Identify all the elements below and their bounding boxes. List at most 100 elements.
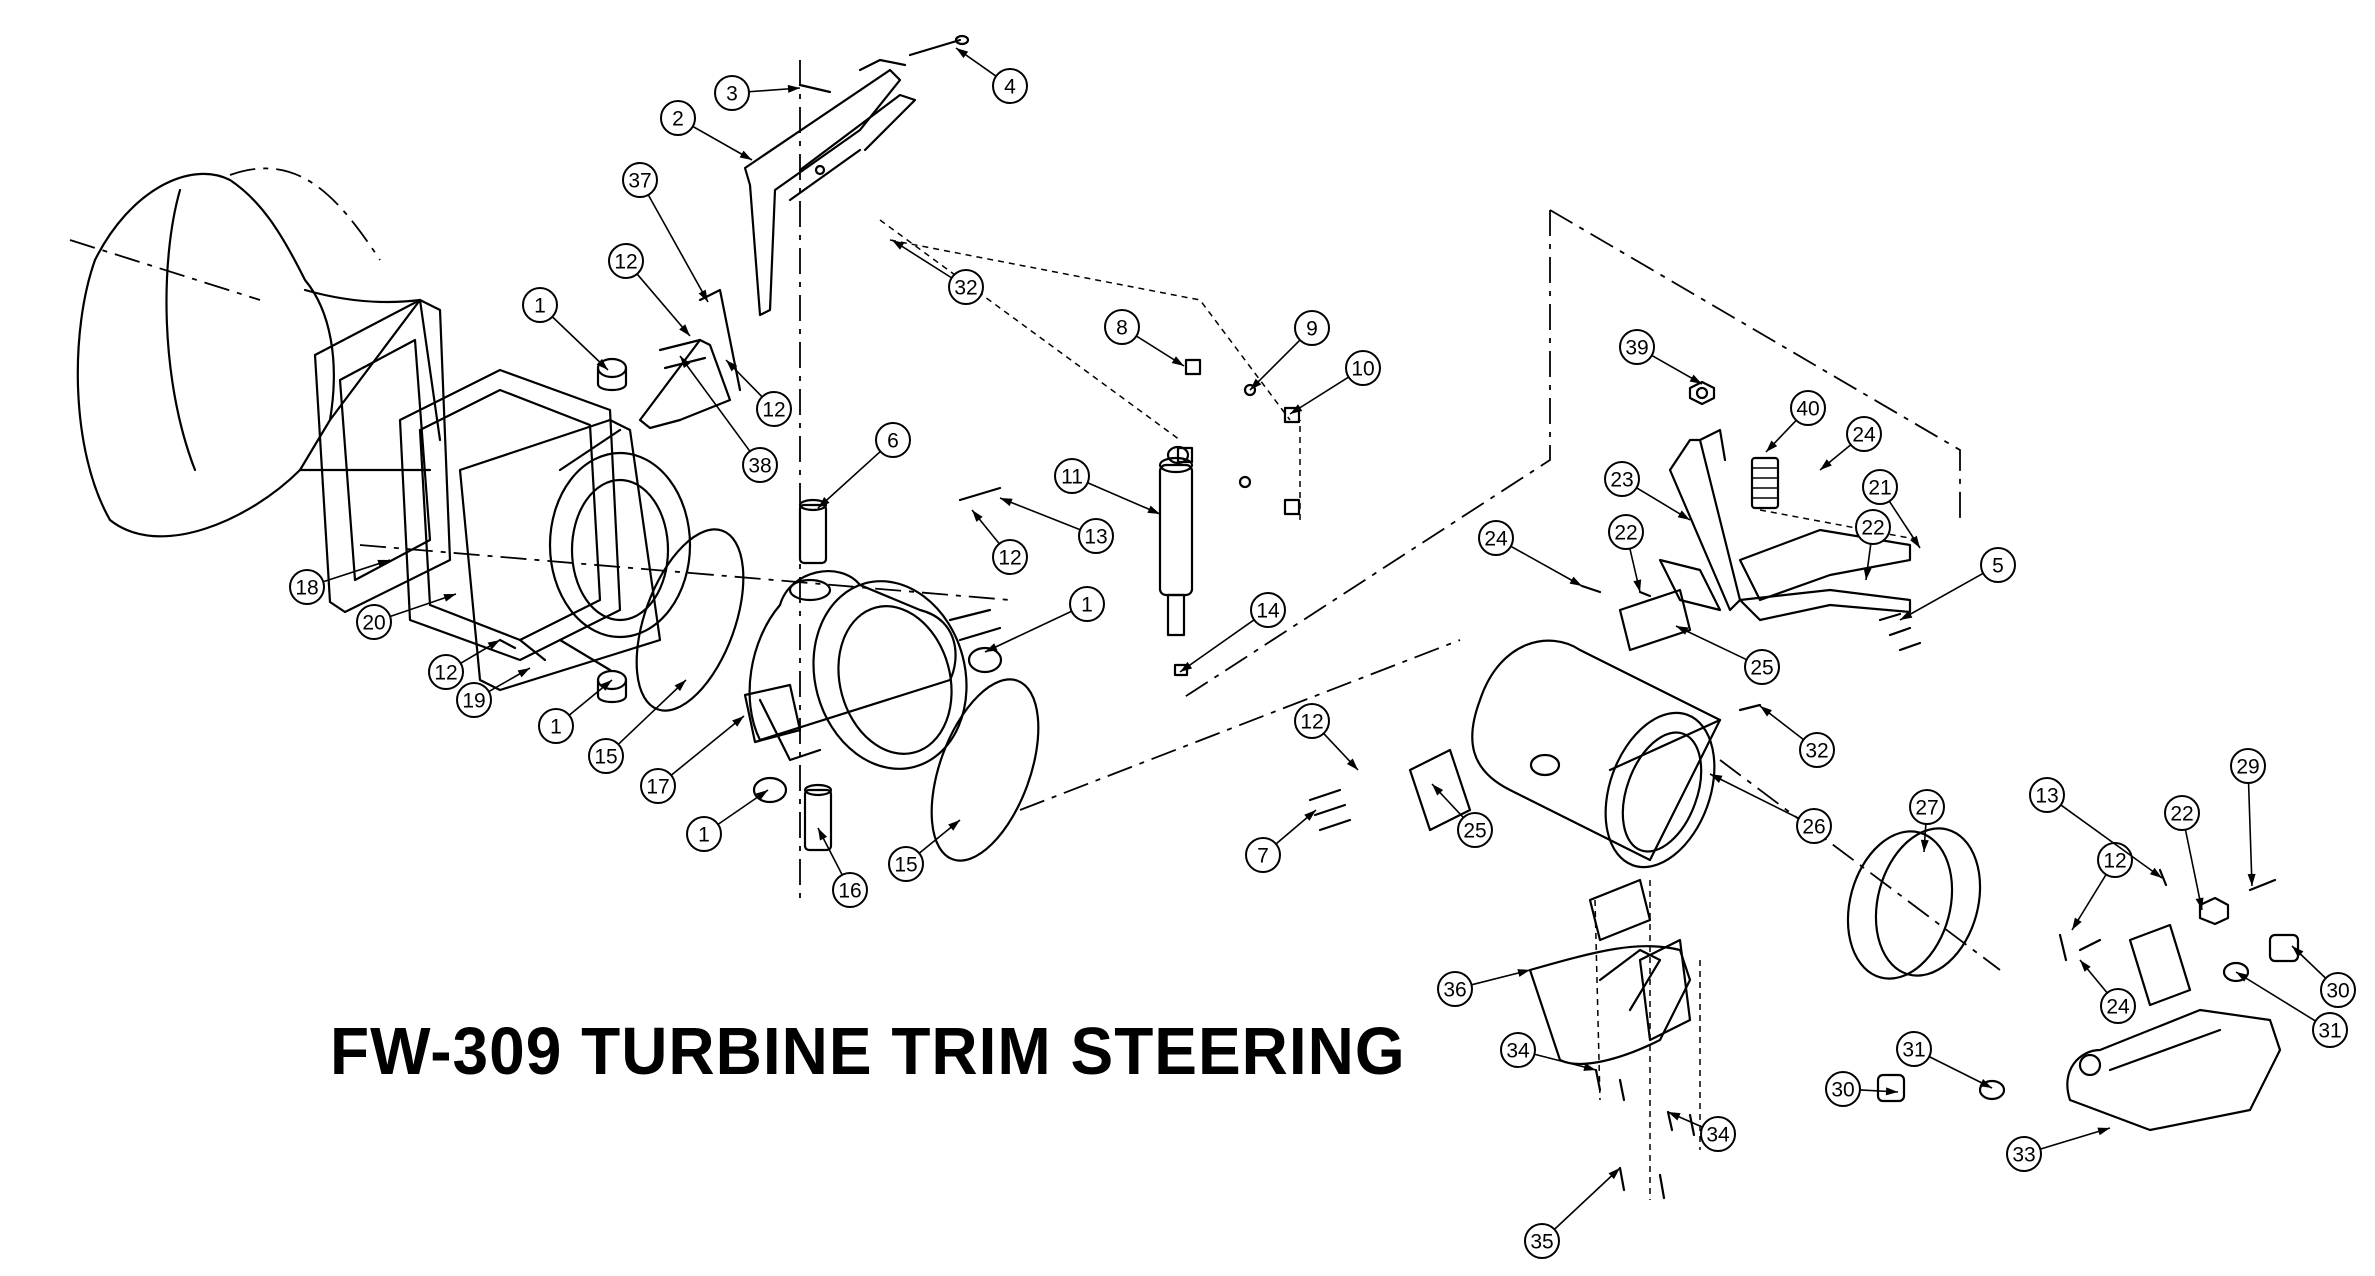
callout-number: 34 [1706,1124,1730,1147]
callout-c21: 21 [1862,469,1921,549]
steering-arm-2 [743,58,917,317]
leader-arrowhead [1668,1112,1681,1121]
callout-c5: 5 [1899,547,2016,621]
callout-number: 16 [838,880,861,903]
leader-line [817,450,881,509]
callout-number: 30 [2326,980,2349,1003]
leader-arrowhead [755,790,768,801]
leader-arrowhead [948,820,960,831]
callout-c34a: 34 [1500,1032,1597,1071]
cylinder-hardware [1173,358,1301,677]
leader-arrowhead [1346,758,1358,770]
callout-bubble [1294,703,1330,739]
callout-number: 4 [1004,76,1016,99]
callout-bubble [1078,518,1114,554]
leader-arrowhead [2080,960,2091,972]
callout-bubble [2230,748,2266,784]
leader-arrowhead [487,640,500,650]
callout-number: 36 [1443,979,1466,1002]
callout-number: 29 [2236,756,2259,779]
callout-number: 3 [726,83,738,106]
callout-number: 5 [1992,555,2004,578]
callout-c24b: 24 [1819,416,1882,471]
leader-line [617,679,687,745]
callout-number: 17 [646,776,669,799]
leader-arrowhead [1304,810,1316,821]
callout-c31b: 31 [1896,1031,1993,1089]
page-title: FW-309 TURBINE TRIM STEERING [330,1013,1406,1089]
callout-number: 31 [1902,1039,1925,1062]
leader-arrowhead [2195,897,2204,910]
leader-arrowhead [1583,1063,1596,1071]
callout-c1d: 1 [686,789,769,852]
callout-bubble [992,68,1028,104]
callout-bubble [2320,972,2356,1008]
callout-number: 37 [628,170,651,193]
leader-arrowhead [2247,873,2256,886]
leader-line [647,194,709,303]
callout-c37: 37 [622,162,709,303]
bracket-17 [743,683,802,744]
callout-bubble [1345,350,1381,386]
callout-number: 11 [1061,466,1083,489]
callout-bubble [1500,1032,1536,1068]
leader-arrowhead [1910,535,1920,548]
callout-bubble [1796,808,1832,844]
callout-bubble [356,604,392,640]
leader-arrowhead [1180,661,1193,672]
callout-number: 22 [1861,517,1884,540]
leader-arrowhead [1863,567,1872,580]
leader-arrowhead [377,559,390,568]
callout-number: 1 [550,716,562,739]
callout-bubble [522,287,558,323]
callout-c35: 35 [1524,1167,1621,1259]
leader-arrowhead [1979,1079,1992,1088]
mounting-plate-18 [313,298,452,614]
leader-arrowhead [1820,459,1832,470]
callout-bubble [1980,547,2016,583]
callout-c40: 40 [1765,390,1826,453]
leader-arrowhead [2072,917,2082,930]
callout-bubble [2312,1012,2348,1048]
callout-number: 31 [2318,1020,2341,1043]
callout-number: 7 [1257,845,1269,868]
tiller-33 [2066,1008,2282,1132]
callout-number: 13 [1084,526,1107,549]
callout-number: 10 [1351,358,1374,381]
callout-c9: 9 [1249,310,1330,391]
bracket-37 [638,288,742,430]
leader-line [636,273,691,337]
gasket-20 [398,368,622,662]
callout-c20: 20 [356,593,457,640]
leader-arrowhead [1517,969,1530,977]
callout-c18: 18 [289,559,391,605]
callout-c14: 14 [1179,592,1286,673]
leader-arrowhead [1432,784,1444,796]
leader-arrowhead [1569,576,1582,586]
leader-line [1675,625,1747,661]
callout-c19: 19 [456,667,531,718]
steering-nozzle-body [748,570,968,770]
callout-number: 12 [998,547,1021,570]
callout-number: 15 [594,746,617,769]
callout-bubble [1619,329,1655,365]
leader-arrowhead [1250,378,1262,390]
callout-bubble [1069,586,1105,622]
leader-line [1087,482,1161,515]
leader-line [2235,971,2316,1022]
leader-line [1510,545,1583,587]
leader-arrowhead [732,716,744,727]
leader-arrowhead [818,828,828,841]
callout-number: 22 [1614,522,1637,545]
callout-bubble [948,269,984,305]
callout-c30b: 30 [1825,1071,1899,1107]
pin-16 [803,783,833,852]
leader-arrowhead [956,48,969,59]
callout-c22b: 22 [1855,509,1891,581]
callout-number: 34 [1506,1040,1530,1063]
leader-line [1553,1167,1621,1230]
leader-arrowhead [680,356,691,369]
callout-bubble [2164,795,2200,831]
callout-number: 39 [1625,337,1648,360]
callout-number: 2 [672,108,684,131]
